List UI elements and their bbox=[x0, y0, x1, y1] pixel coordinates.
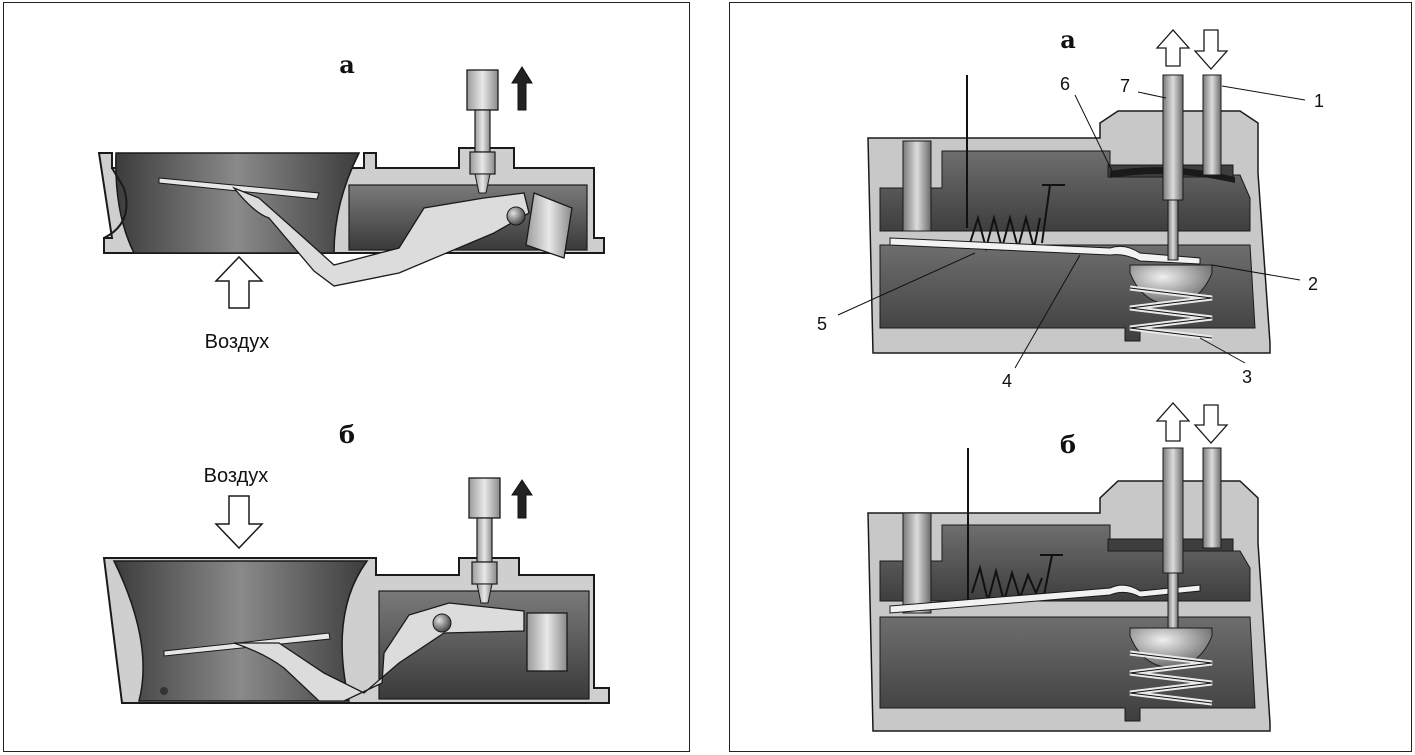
left-top-air-arrow-up-icon bbox=[214, 255, 264, 309]
left-air-label-bottom: Воздух bbox=[204, 465, 269, 487]
left-panel-fuel-valve-diagram: а Воздух б Воздух bbox=[3, 2, 690, 752]
right-callout-5: 5 bbox=[817, 314, 827, 334]
right-panel-pressure-valve-diagram: а 1 2 3 4 5 6 7 б bbox=[729, 2, 1412, 752]
right-top-port-in-icon bbox=[1193, 29, 1229, 70]
left-top-weight bbox=[525, 192, 573, 259]
left-bottom-assembly bbox=[102, 477, 610, 704]
right-bottom-port-out-icon bbox=[1155, 402, 1191, 442]
left-top-label: а bbox=[339, 50, 355, 79]
left-top-motion-arrow-icon bbox=[511, 66, 533, 111]
right-bottom-rod-7 bbox=[1162, 447, 1184, 574]
right-top-label: а bbox=[1060, 25, 1076, 54]
left-bottom-weight bbox=[526, 612, 568, 672]
right-bottom-assembly bbox=[867, 402, 1271, 732]
right-top-membrane bbox=[889, 237, 1201, 265]
right-callout-7: 7 bbox=[1120, 76, 1130, 96]
right-top-port-out-icon bbox=[1155, 29, 1191, 67]
left-bottom-motion-arrow-icon bbox=[511, 479, 533, 519]
left-diagram-svg: а Воздух б Воздух bbox=[97, 50, 610, 704]
right-bottom-membrane bbox=[889, 584, 1201, 614]
right-bottom-port-in-icon bbox=[1193, 404, 1229, 444]
left-air-label-top: Воздух bbox=[205, 331, 270, 353]
right-bottom-spring-small bbox=[971, 564, 1043, 605]
right-callout-1: 1 bbox=[1314, 91, 1324, 111]
right-top-rod-7 bbox=[1162, 74, 1184, 201]
left-bottom-needle-head bbox=[468, 477, 501, 519]
left-top-lever bbox=[231, 186, 530, 287]
right-diagram-svg: а 1 2 3 4 5 6 7 б bbox=[817, 25, 1324, 732]
left-top-diaphragm bbox=[158, 177, 320, 200]
left-top-assembly bbox=[97, 66, 605, 309]
left-top-needle-head bbox=[466, 69, 499, 111]
left-bottom-air-arrow-down-icon bbox=[214, 495, 264, 550]
right-callout-3: 3 bbox=[1242, 367, 1252, 387]
right-callout-2: 2 bbox=[1308, 274, 1318, 294]
right-bottom-rod-1 bbox=[1202, 447, 1222, 549]
left-bottom-ball bbox=[432, 613, 452, 633]
right-bottom-label: б bbox=[1060, 430, 1076, 459]
right-callout-4: 4 bbox=[1002, 371, 1012, 391]
right-top-spring-small bbox=[969, 214, 1041, 252]
left-top-ball bbox=[506, 206, 526, 226]
left-top-bowl bbox=[115, 152, 361, 254]
left-bottom-label: б bbox=[339, 420, 355, 449]
right-top-rod-1 bbox=[1202, 74, 1222, 176]
right-top-assembly: 1 2 3 4 5 6 7 bbox=[817, 29, 1324, 391]
left-bottom-lever bbox=[233, 602, 525, 702]
right-callout-6: 6 bbox=[1060, 74, 1070, 94]
